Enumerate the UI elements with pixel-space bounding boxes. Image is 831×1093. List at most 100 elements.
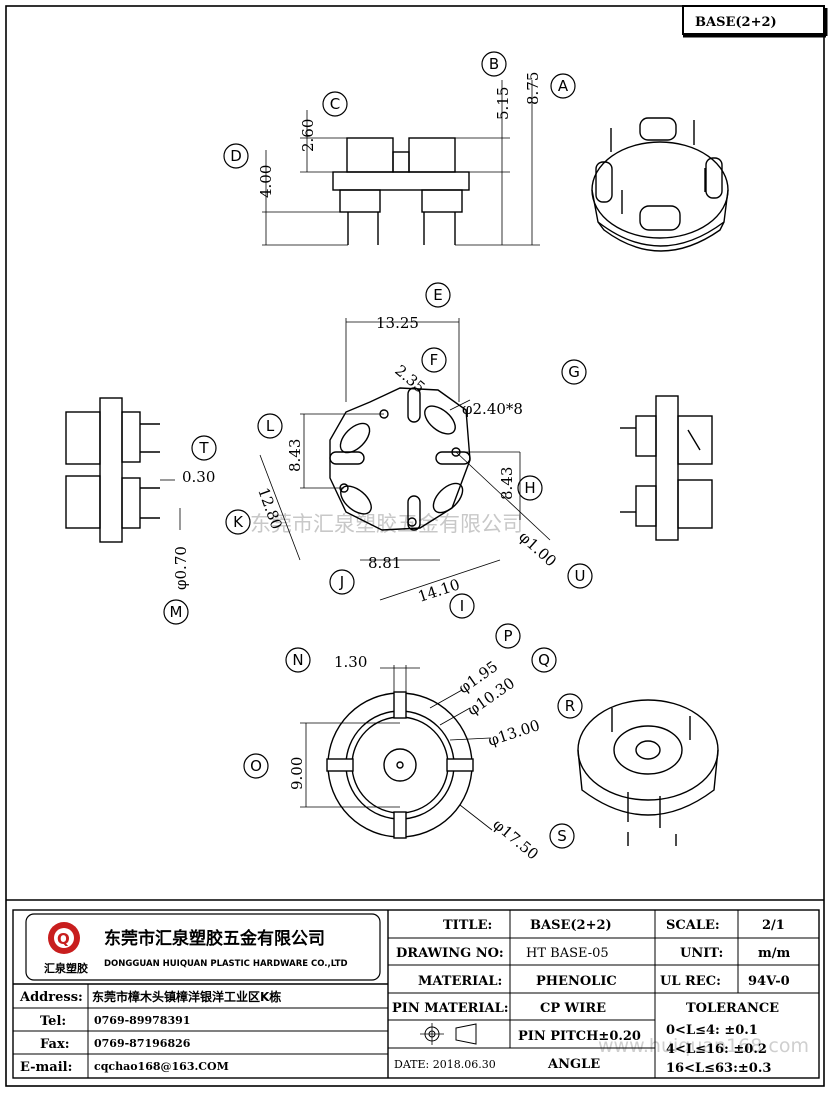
iso-view-top [591,117,729,252]
callout-label-l: L [266,417,275,435]
tolerance-1: 0<L≤4: ±0.1 [666,1023,758,1038]
unit-value: m/m [758,946,791,961]
dim-8-75: 8.75 [524,72,542,105]
drawing-no-label: DRAWING NO: [396,946,504,961]
dim-8-43-left: 8.43 [286,439,304,472]
watermark-text: 东莞市汇泉塑胶五金有限公司 [250,512,523,536]
dim-8-43-right: 8.43 [498,467,516,500]
callout-label-r: R [565,697,575,715]
date-value: DATE: 2018.06.30 [394,1058,496,1071]
tolerance-label: TOLERANCE [686,1001,779,1016]
dim-13-25: 13.25 [376,314,419,332]
company-name-cn: 东莞市汇泉塑胶五金有限公司 [104,928,325,949]
unit-label: UNIT: [680,946,723,961]
left-side-view [65,397,181,543]
dim-phi-1-00: φ1.00 [515,528,560,571]
callout-label-j: J [339,573,344,591]
callout-label-u: U [575,567,586,585]
callout-circle-d [223,143,249,169]
ul-label: UL REC: [660,974,721,989]
callout-label-f: F [430,351,439,369]
callout-circle-s [549,823,575,849]
scale-label: SCALE: [666,918,720,933]
callout-circle-p [495,623,521,649]
callout-circle-n [285,647,311,673]
tel-label: Tel: [40,1014,66,1029]
callout-circle-f [421,347,447,373]
callout-circle-j [329,569,355,595]
callout-circle-a [550,73,576,99]
callout-label-p: P [503,627,512,645]
dim-phi-2-40: φ2.40*8 [462,400,523,418]
title-box-text: BASE(2+2) [695,15,777,30]
callout-circle-g [561,359,587,385]
right-side-view [620,395,713,541]
dim-5-15: 5.15 [494,87,512,120]
logo-letter: Q [57,930,70,948]
pin-material-label: PIN MATERIAL: [392,1001,509,1016]
pin-material-value: CP WIRE [540,1001,606,1016]
callout-circle-m [163,599,189,625]
company-logo: Q 汇泉塑胶 [44,922,88,975]
callout-circle-h [517,475,543,501]
fax-value: 0769-87196826 [94,1037,191,1050]
company-name-en: DONGGUAN HUIQUAN PLASTIC HARDWARE CO.,LT… [104,959,348,969]
pin-pitch: PIN PITCH±0.20 [518,1029,641,1044]
callout-circle-q [531,647,557,673]
tel-value: 0769-89978391 [94,1014,190,1027]
title-value: BASE(2+2) [530,918,612,933]
callout-label-d: D [230,147,242,165]
fax-label: Fax: [40,1037,70,1052]
scale-value: 2/1 [762,918,785,933]
callout-label-i: I [460,597,464,615]
title-label: TITLE: [443,918,492,933]
callout-circle-u [567,563,593,589]
callout-label-m: M [170,603,183,621]
tolerance-2: 4<L≤16: ±0.2 [666,1042,767,1057]
callout-label-a: A [558,77,569,95]
callout-label-q: Q [538,651,550,669]
dim-0-30: 0.30 [182,468,215,486]
address-label: Address: [19,990,83,1005]
bottom-view [300,665,493,839]
angle-label: ANGLE [547,1057,600,1072]
dim-phi-0-70: φ0.70 [172,546,190,590]
callout-circle-t [191,435,217,461]
dim-4-00: 4.00 [257,165,275,198]
material-label: MATERIAL: [418,974,502,989]
callout-label-g: G [568,363,580,381]
drawing-no-value: HT BASE-05 [526,946,609,961]
callout-label-h: H [524,479,535,497]
plan-view [259,318,551,601]
iso-view-bottom [577,699,719,846]
callout-label-t: T [198,439,209,457]
title-block [6,899,824,1079]
callout-circle-i [449,593,475,619]
drawing-frame [5,5,825,1087]
callout-label-s: S [557,827,567,845]
address-value: 东莞市樟木头镇樟洋银洋工业区K栋 [92,989,281,1004]
callout-circle-l [257,413,283,439]
tolerance-3: 16<L≤63:±0.3 [666,1061,771,1076]
material-value: PHENOLIC [536,974,617,989]
callout-circle-r [557,693,583,719]
callout-label-n: N [292,651,303,669]
dim-2-60: 2.60 [299,119,317,152]
callout-label-b: B [489,55,499,73]
email-label: E-mail: [20,1060,72,1075]
callout-circle-c [322,91,348,117]
side-view-top [262,80,540,246]
callout-label-k: K [233,513,244,531]
dim-phi-13-00: φ13.00 [486,716,542,750]
dim-phi-17-50: φ17.50 [489,815,542,863]
email-value: cqchao168@163.COM [94,1060,229,1073]
dim-1-30: 1.30 [334,653,367,671]
dim-9-00: 9.00 [288,757,306,790]
logo-caption: 汇泉塑胶 [44,961,88,975]
callout-label-c: C [330,95,340,113]
title-box: BASE(2+2) [682,5,828,38]
callout-circle-e [425,282,451,308]
callout-circle-o [243,753,269,779]
